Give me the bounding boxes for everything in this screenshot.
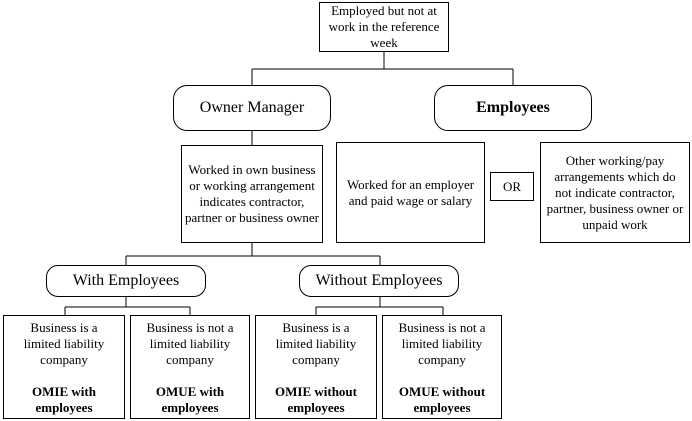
leaf-omue-without: Business is not a limited liability comp… — [382, 315, 502, 419]
owner-condition-label: Worked in own business or working arrang… — [185, 162, 319, 225]
leaf-desc: Business is not a limited liability comp… — [398, 320, 486, 367]
leaf-category: OMUE without employees — [398, 384, 486, 415]
root-node: Employed but not at work in the referenc… — [319, 2, 449, 52]
leaf-desc: Business is a limited liability company — [23, 320, 105, 367]
employee-condition-2-label: Other working/pay arrangements which do … — [546, 152, 684, 232]
leaf-desc: Business is not a limited liability comp… — [146, 320, 234, 367]
leaf-desc: Business is a limited liability company — [275, 320, 357, 367]
owner-condition-node: Worked in own business or working arrang… — [181, 145, 323, 243]
employee-condition-1-label: Worked for an employer and paid wage or … — [346, 176, 475, 208]
or-label: OR — [502, 178, 522, 194]
employee-condition-2-node: Other working/pay arrangements which do … — [540, 142, 690, 243]
leaf-category: OMIE without employees — [275, 384, 357, 415]
leaf-category: OMUE with employees — [155, 384, 225, 415]
or-node: OR — [490, 172, 534, 201]
with-employees-label: With Employees — [72, 272, 180, 289]
owner-manager-label: Owner Manager — [199, 99, 305, 116]
without-employees-label: Without Employees — [315, 272, 443, 289]
owner-manager-node: Owner Manager — [173, 85, 331, 131]
leaf-category: OMIE with employees — [32, 384, 96, 415]
leaf-omie-without: Business is a limited liability company … — [255, 315, 377, 419]
leaf-omue-with: Business is not a limited liability comp… — [130, 315, 250, 419]
leaf-omie-with: Business is a limited liability company … — [3, 315, 125, 419]
employee-condition-1-node: Worked for an employer and paid wage or … — [336, 142, 485, 243]
employees-node: Employees — [434, 85, 592, 131]
with-employees-node: With Employees — [46, 265, 206, 297]
employees-label: Employees — [476, 99, 550, 116]
root-node-label: Employed but not at work in the referenc… — [328, 3, 440, 50]
without-employees-node: Without Employees — [299, 265, 459, 297]
